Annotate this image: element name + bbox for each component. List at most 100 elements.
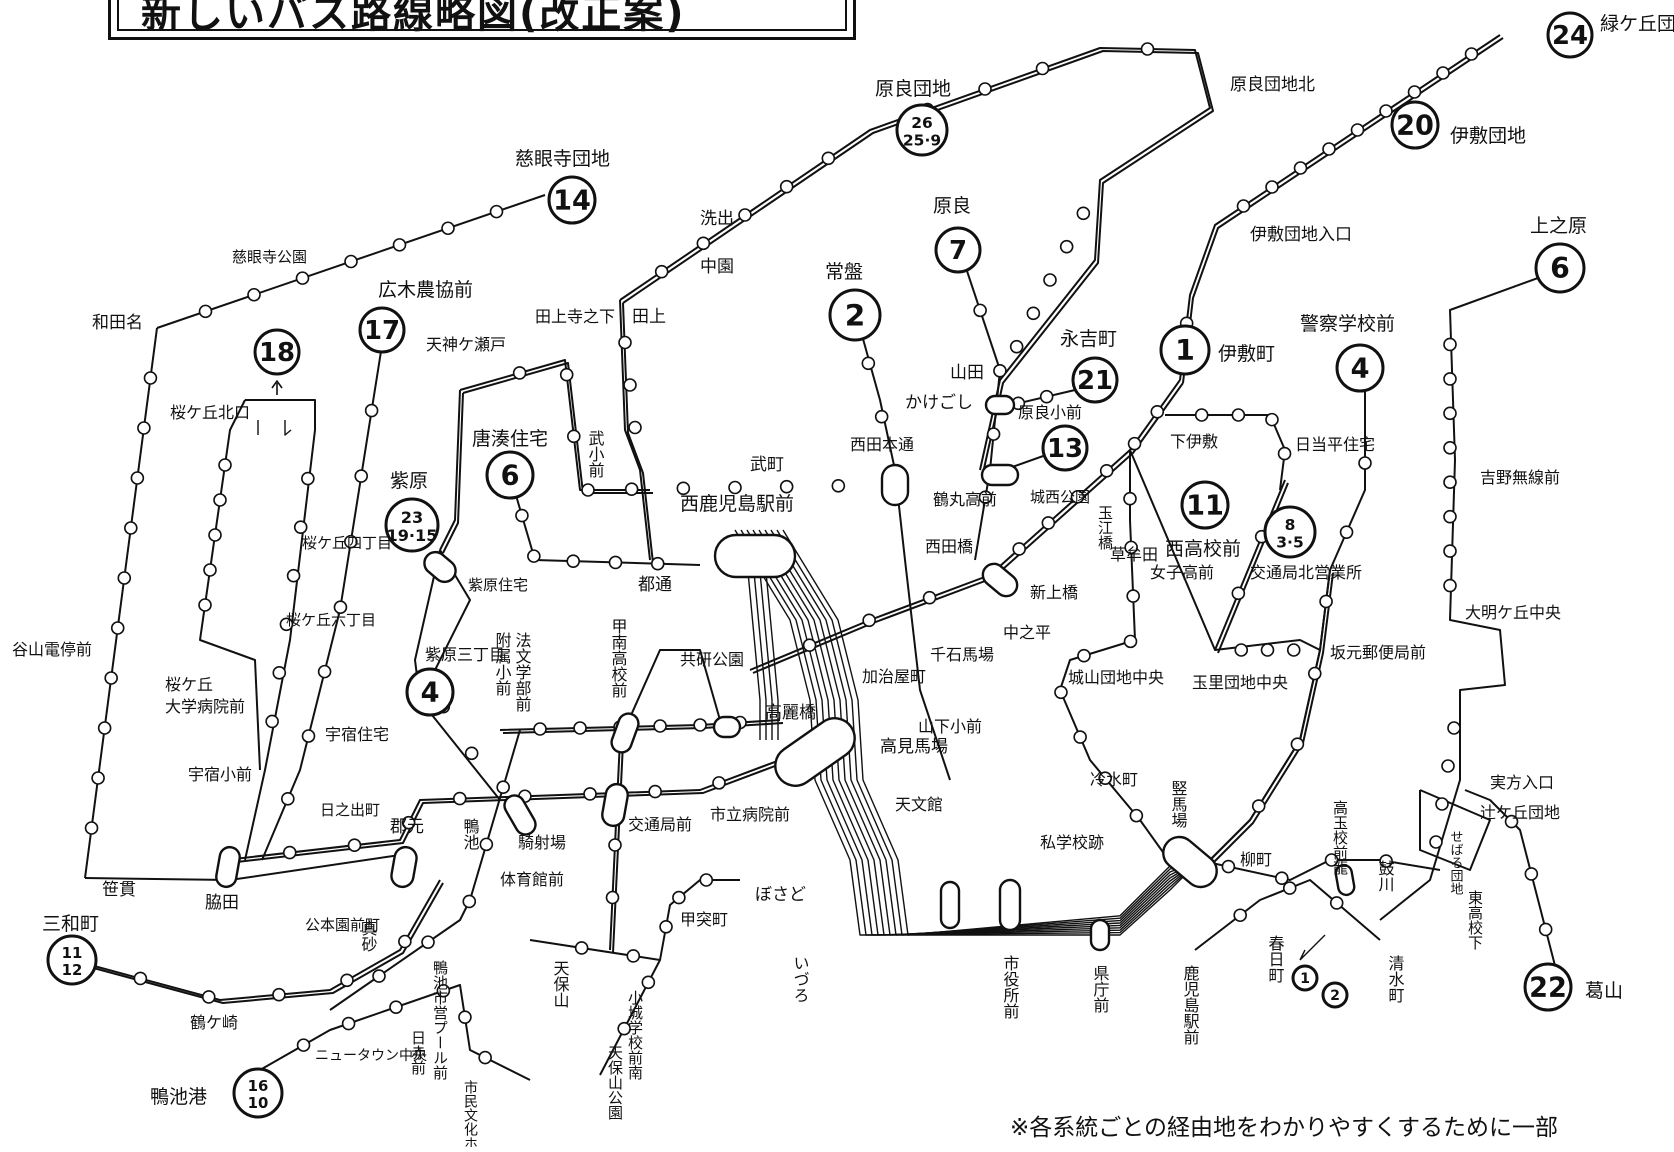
- bus-stop: [1443, 406, 1457, 421]
- bus-stop: [496, 780, 510, 794]
- bus-stop: [993, 363, 1007, 378]
- bus-stop: [286, 568, 301, 583]
- arrow-up-icon: [271, 380, 283, 395]
- bus-stop: [421, 935, 435, 949]
- bus-stop: [344, 254, 358, 269]
- stop-label-nisshekimae: 日赤前: [409, 1030, 427, 1076]
- bus-stop: [441, 221, 455, 236]
- stop-label-shiritsuByoinmae: 市立病院前: [710, 805, 790, 824]
- route-joshi: [1129, 449, 1321, 651]
- route-number: 24: [1552, 21, 1588, 51]
- bus-stop: [1435, 797, 1449, 811]
- bus-stop: [1129, 808, 1144, 823]
- bus-stop: [110, 621, 125, 635]
- bus-stop: [340, 973, 354, 988]
- route-lines: [71, 34, 1561, 1081]
- stop-label-tanizanDenteimae: 谷山電停前: [12, 640, 92, 659]
- bus-stop: [1059, 239, 1074, 254]
- terminal-t13: 13: [1041, 424, 1089, 472]
- hub-kyoken: [712, 715, 742, 739]
- bus-stop: [1324, 853, 1339, 867]
- bus-stop: [272, 987, 286, 1002]
- bus-stop: [1443, 337, 1457, 352]
- terminal-name: 三和町: [42, 913, 99, 935]
- bus-stop: [464, 746, 479, 761]
- stop-label-takamiBaba: 高見馬場: [880, 737, 948, 757]
- stop-label-shiyakushomae: 市役所前: [1001, 955, 1020, 1020]
- route-shimoishiki: [1165, 414, 1286, 491]
- bus-stop: [1319, 594, 1333, 609]
- bus-stop: [802, 638, 817, 652]
- stop-label-haraShomae: 原良小前: [1018, 403, 1082, 422]
- terminal-circle: [1159, 324, 1211, 376]
- stop-label-koGyokuKoMaeRyu: 高玉校前龍: [1331, 800, 1349, 876]
- terminal-name: 伊敷団地: [1450, 125, 1526, 147]
- terminal-circle: [1321, 981, 1349, 1009]
- route-4e-dbl-a: [1209, 569, 1331, 861]
- hub-konan: [610, 712, 640, 754]
- route-number: 14: [553, 186, 591, 217]
- route-2: [854, 309, 951, 781]
- bus-stop: [1443, 578, 1457, 593]
- bus-stop: [608, 555, 623, 570]
- bus-stop: [1126, 589, 1140, 603]
- bus-stop: [1073, 730, 1087, 744]
- trunk-inner-0: [744, 539, 761, 740]
- stop-label-sengokuBaba: 千石馬場: [930, 645, 994, 664]
- stop-label-taiikukanmae: 体育館前: [500, 870, 564, 889]
- stop-label-tsurumaruKomae: 鶴丸高前: [933, 490, 997, 509]
- bus-stop: [203, 563, 217, 577]
- stop-label-jippoIriguchi: 実方入口: [1490, 773, 1554, 792]
- route-number: 13: [1047, 434, 1083, 464]
- route-number: 4: [421, 678, 440, 709]
- bus-stop: [573, 721, 587, 735]
- bus-stop: [1123, 491, 1137, 506]
- bus-stop: [515, 508, 529, 523]
- bus-stop: [295, 271, 310, 285]
- bus-stop: [1194, 408, 1209, 422]
- stop-label-ishikiDanchiIriguchi: 伊敷団地入口: [1250, 225, 1352, 245]
- terminal-circle: [1546, 11, 1594, 59]
- bus-stop: [641, 975, 656, 990]
- terminal-name: 永吉町: [1060, 328, 1117, 350]
- stop-label-tamazatoDanchiChuo: 玉里団地中央: [1192, 673, 1288, 692]
- stop-label-sakamotoYubinkyokumae: 坂元郵便局前: [1330, 643, 1426, 662]
- hub-murasakibaru: [423, 550, 457, 584]
- bus-stop: [1277, 446, 1292, 461]
- stop-label-kishaba: 騎射場: [518, 833, 566, 852]
- route-18: [244, 399, 316, 861]
- bus-stop: [1504, 814, 1519, 829]
- bus-stop: [247, 287, 261, 302]
- stops-layer: [84, 42, 1553, 1065]
- stop-label-kamoikeShiei: 鴨池市営プール前: [431, 960, 449, 1081]
- route-number: 1: [1175, 334, 1195, 367]
- trunk-line-7: [776, 529, 1201, 936]
- terminal-name: 原良: [933, 195, 971, 217]
- stop-label-tatebaba: 竪馬場: [1169, 780, 1188, 829]
- route-4e-dbl: [1209, 569, 1334, 864]
- bus-stop: [1123, 634, 1138, 649]
- trunk-line-1: [740, 529, 1201, 936]
- stop-label-kyokenKoen: 共研公園: [680, 650, 744, 669]
- terminal-name: 紫原: [390, 470, 428, 492]
- stop-label-shimizucho: 清水町: [1386, 955, 1405, 1003]
- terminal-circle: [1390, 100, 1440, 150]
- stop-label-nakazono: 中園: [700, 257, 734, 277]
- bus-stop: [1054, 685, 1068, 700]
- route-wakita: [224, 759, 784, 864]
- stop-label-korimoto: 郡元: [390, 817, 424, 837]
- trunk-line-4: [758, 529, 1201, 936]
- bus-stop: [1041, 516, 1056, 530]
- hub-nishida-hondori: [880, 463, 910, 507]
- route-tagami-b: [622, 302, 654, 564]
- bus-stop: [1443, 440, 1457, 455]
- bus-stop: [1307, 666, 1322, 681]
